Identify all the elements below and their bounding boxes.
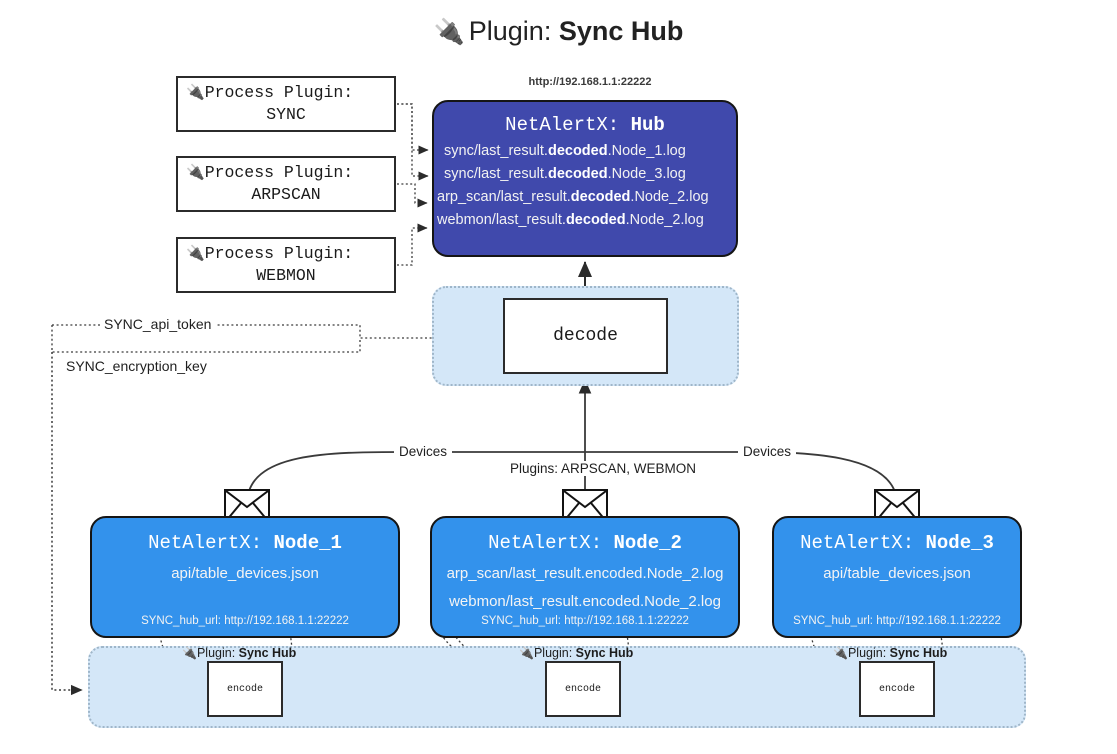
plug-icon: 🔌 (186, 163, 205, 181)
page-title-name: Sync Hub (558, 16, 684, 46)
node-2-title: NetAlertX: Node_2 (488, 532, 682, 554)
plug-icon: 🔌 (186, 244, 205, 262)
process-plugin-arpscan-line1: 🔌Process Plugin: (186, 163, 354, 182)
node-2[interactable]: NetAlertX: Node_2 arp_scan/last_result.e… (430, 516, 740, 638)
plug-icon: 🔌 (833, 646, 848, 660)
process-plugin-webmon-line1: 🔌Process Plugin: (186, 244, 354, 263)
hub-log-line: sync/last_result.decoded.Node_3.log (444, 166, 686, 182)
devices-label-left: Devices (394, 444, 453, 459)
plug-icon: 🔌 (182, 646, 197, 660)
process-plugin-arpscan-name: ARPSCAN (251, 184, 321, 204)
encoder-3-caption: 🔌Plugin: Sync Hub (833, 646, 948, 660)
encoder-2-caption: 🔌Plugin: Sync Hub (519, 646, 634, 660)
node-3-hub-url: SYNC_hub_url: http://192.168.1.1:22222 (793, 615, 1001, 627)
process-plugin-arpscan[interactable]: 🔌Process Plugin: ARPSCAN (176, 156, 396, 212)
process-plugin-webmon[interactable]: 🔌Process Plugin: WEBMON (176, 237, 396, 293)
sync-api-token-label: SYNC_api_token (100, 316, 216, 332)
node-3-title: NetAlertX: Node_3 (800, 532, 994, 554)
node-2-resource: arp_scan/last_result.encoded.Node_2.log (446, 565, 724, 582)
plug-icon: 🔌 (186, 83, 205, 101)
encoder-1-caption: 🔌Plugin: Sync Hub (182, 646, 297, 660)
process-plugin-sync-name: SYNC (266, 104, 306, 124)
decode-box[interactable]: decode (503, 298, 668, 374)
page-title-prefix: Plugin: (468, 16, 559, 46)
node-1-resource: api/table_devices.json (171, 565, 319, 582)
plug-icon: 🔌 (519, 646, 534, 660)
process-plugin-sync[interactable]: 🔌Process Plugin: SYNC (176, 76, 396, 132)
hub-node[interactable]: NetAlertX: Hub sync/last_result.decoded.… (432, 100, 738, 257)
process-plugin-sync-line1: 🔌Process Plugin: (186, 83, 354, 102)
page-title: 🔌Plugin: Sync Hub (0, 16, 1117, 47)
hub-log-line: arp_scan/last_result.decoded.Node_2.log (437, 189, 709, 205)
node-2-resource: webmon/last_result.encoded.Node_2.log (449, 593, 721, 610)
sync-encryption-key-label: SYNC_encryption_key (62, 358, 211, 374)
node-1-title: NetAlertX: Node_1 (148, 532, 342, 554)
hub-log-line: sync/last_result.decoded.Node_1.log (444, 143, 686, 159)
plug-icon: 🔌 (433, 18, 465, 46)
node-3-resource: api/table_devices.json (823, 565, 971, 582)
plugins-label-center: Plugins: ARPSCAN, WEBMON (505, 461, 702, 476)
hub-title: NetAlertX: Hub (505, 114, 665, 136)
encode-box-2[interactable]: encode (545, 661, 621, 717)
node-1-hub-url: SYNC_hub_url: http://192.168.1.1:22222 (141, 615, 349, 627)
node-1[interactable]: NetAlertX: Node_1 api/table_devices.json… (90, 516, 400, 638)
hub-url-label: http://192.168.1.1:22222 (528, 76, 652, 88)
devices-label-right: Devices (738, 444, 797, 459)
hub-log-line: webmon/last_result.decoded.Node_2.log (437, 212, 704, 228)
node-2-hub-url: SYNC_hub_url: http://192.168.1.1:22222 (481, 615, 689, 627)
encode-box-3[interactable]: encode (859, 661, 935, 717)
encode-box-1[interactable]: encode (207, 661, 283, 717)
node-3[interactable]: NetAlertX: Node_3 api/table_devices.json… (772, 516, 1022, 638)
process-plugin-webmon-name: WEBMON (256, 265, 316, 285)
